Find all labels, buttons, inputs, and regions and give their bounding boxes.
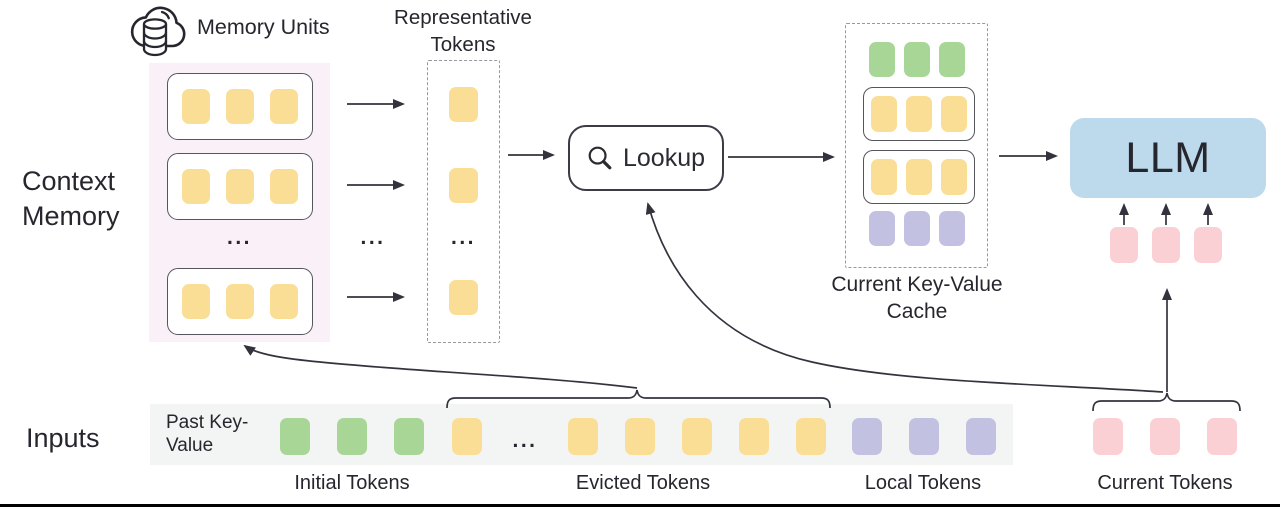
cache-row-initial — [845, 42, 988, 77]
past-kv-label: Past Key-Value — [166, 412, 249, 456]
local-tokens-label: Local Tokens — [864, 472, 982, 494]
token-yellow — [226, 284, 254, 319]
evicted-tokens-tail — [568, 418, 826, 455]
token-purple — [938, 211, 965, 246]
token-green — [868, 42, 895, 77]
current-tokens-brace — [1092, 392, 1241, 412]
inputs-label: Inputs — [26, 423, 100, 453]
token-yellow — [796, 418, 826, 455]
llm-box: LLM — [1070, 118, 1266, 198]
llm-label: LLM — [1125, 133, 1211, 182]
token-yellow — [449, 87, 478, 122]
token-green — [903, 42, 930, 77]
lookup-label: Lookup — [622, 143, 706, 172]
token-purple — [903, 211, 930, 246]
token-pink — [1152, 227, 1180, 263]
memory-unit — [167, 153, 313, 220]
cache-row-unit — [863, 87, 975, 141]
token-yellow — [625, 418, 655, 455]
token-yellow — [906, 159, 932, 195]
token-pink — [1110, 227, 1138, 263]
token-yellow — [270, 169, 298, 204]
current-tokens — [1093, 418, 1237, 455]
token-yellow — [682, 418, 712, 455]
column-ellipsis: ... — [360, 226, 386, 249]
token-green — [938, 42, 965, 77]
token-green — [394, 418, 424, 455]
current-tokens-label: Current Tokens — [1097, 472, 1233, 494]
initial-tokens — [280, 418, 424, 455]
token-green — [280, 418, 310, 455]
token-pink — [1150, 418, 1180, 455]
context-memory-label: Context Memory — [22, 166, 120, 232]
token-yellow — [182, 89, 210, 124]
token-green — [337, 418, 367, 455]
token-purple — [868, 211, 895, 246]
search-icon — [588, 146, 612, 169]
memory-units-label: Memory Units — [197, 15, 330, 39]
lookup-button: Lookup — [568, 125, 724, 191]
cache-row-local — [845, 211, 988, 246]
bar-ellipsis: ... — [512, 429, 538, 452]
token-yellow — [270, 89, 298, 124]
token-yellow — [568, 418, 598, 455]
token-yellow — [270, 284, 298, 319]
evicted-tokens-label: Evicted Tokens — [575, 472, 711, 494]
token-pink — [1194, 227, 1222, 263]
token-yellow — [941, 96, 967, 132]
token-purple — [852, 418, 882, 455]
token-yellow — [906, 96, 932, 132]
figure-bottom-rule — [0, 504, 1280, 507]
token-pink — [1207, 418, 1237, 455]
memory-ellipsis: ... — [226, 226, 252, 249]
memory-cloud-icon — [130, 6, 186, 57]
token-yellow — [182, 169, 210, 204]
local-tokens — [852, 418, 996, 455]
token-yellow — [226, 89, 254, 124]
token-yellow — [449, 280, 478, 315]
token-yellow — [452, 418, 482, 455]
representative-tokens-box — [427, 60, 500, 343]
cache-row-unit — [863, 150, 975, 204]
token-yellow — [941, 159, 967, 195]
token-yellow — [182, 284, 210, 319]
llm-input-token-row — [1110, 227, 1222, 263]
token-yellow — [739, 418, 769, 455]
representative-token-row — [427, 280, 500, 315]
token-yellow — [226, 169, 254, 204]
token-yellow — [871, 159, 897, 195]
representative-token-row — [427, 168, 500, 203]
representative-tokens-label: Representative Tokens — [394, 6, 532, 56]
token-purple — [909, 418, 939, 455]
token-purple — [966, 418, 996, 455]
memory-unit — [167, 73, 313, 140]
representative-token-row — [427, 87, 500, 122]
initial-tokens-label: Initial Tokens — [294, 472, 410, 494]
token-yellow — [871, 96, 897, 132]
evicted-tokens-head — [452, 418, 482, 455]
token-pink — [1093, 418, 1123, 455]
memory-unit — [167, 268, 313, 335]
arrow-evicted-to-memory — [243, 344, 638, 389]
current-kv-cache-label: Current Key-Value Cache — [831, 273, 1003, 324]
representative-ellipsis: ... — [450, 226, 476, 249]
token-yellow — [449, 168, 478, 203]
